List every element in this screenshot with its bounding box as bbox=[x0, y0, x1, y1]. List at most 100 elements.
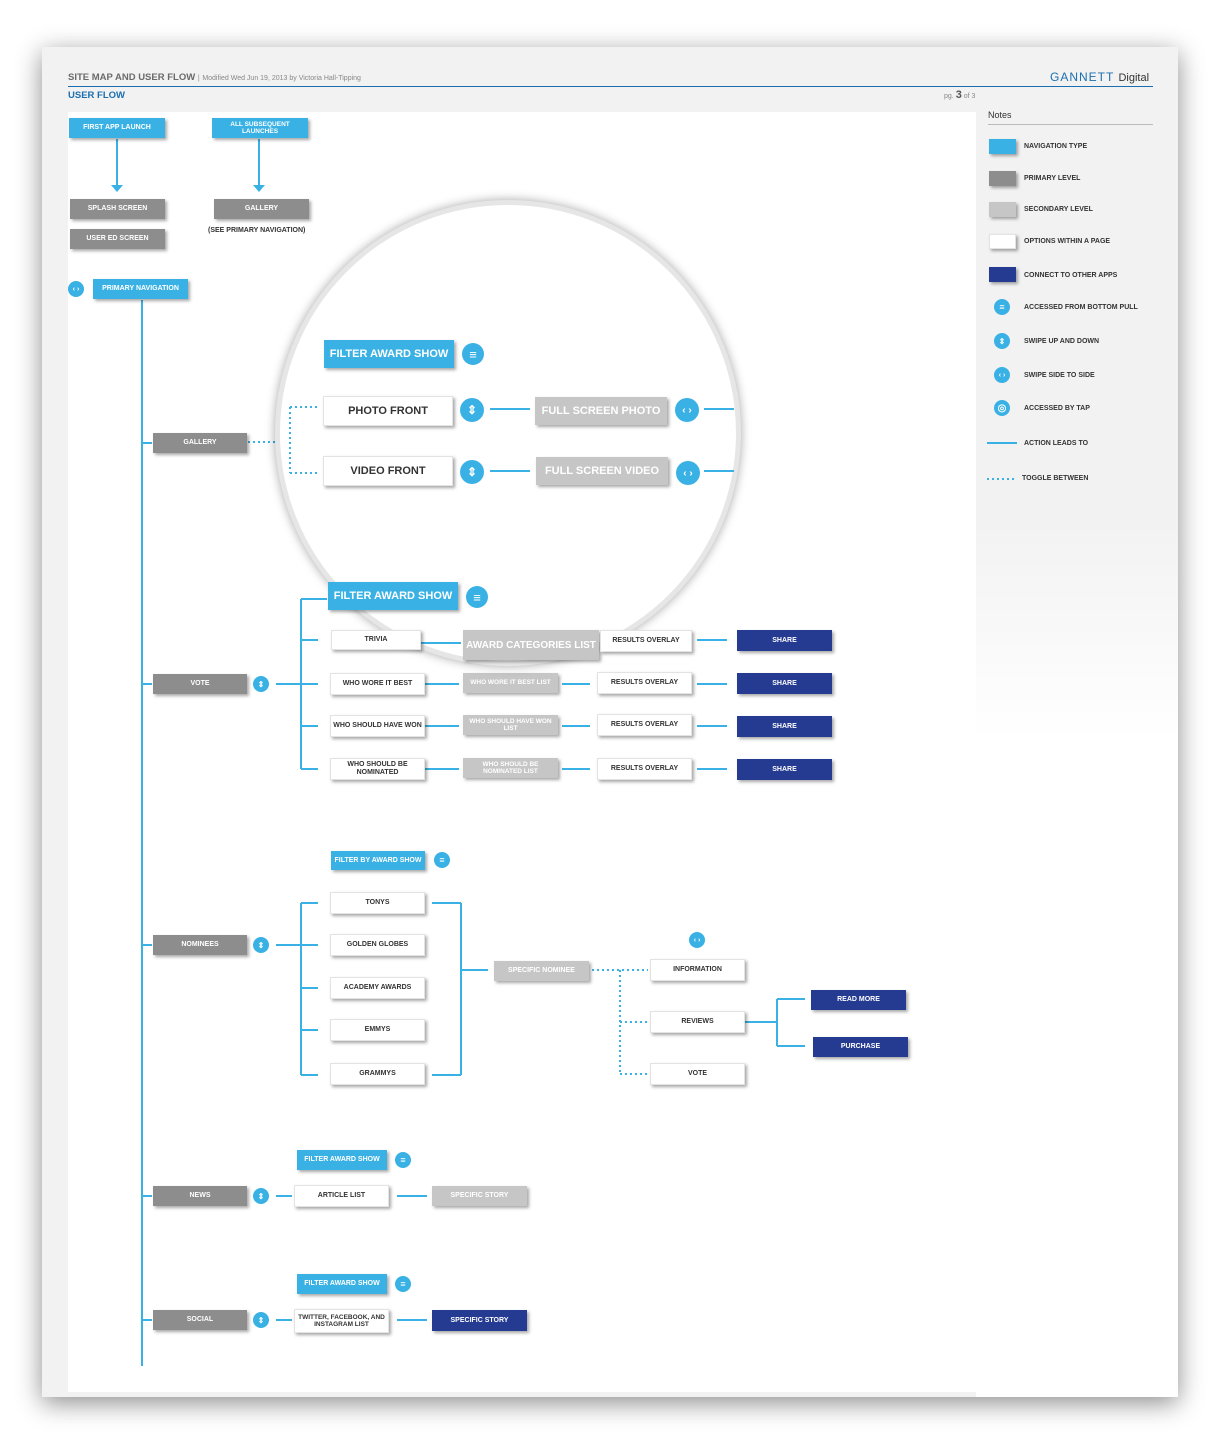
legend-label: TOGGLE BETWEEN bbox=[1022, 475, 1089, 482]
modified-note: Modified Wed Jun 19, 2013 by Victoria Ha… bbox=[202, 75, 361, 82]
vote-option-node: WHO SHOULD BE NOMINATED bbox=[330, 758, 425, 780]
vote-option-node: WHO SHOULD HAVE WON bbox=[330, 715, 425, 737]
legend-swatch-options bbox=[989, 234, 1016, 249]
share-node: SHARE bbox=[737, 759, 832, 780]
purchase-node: PURCHASE bbox=[813, 1037, 908, 1057]
legend-label: SWIPE SIDE TO SIDE bbox=[1024, 372, 1095, 379]
vote-list-node: WHO WORE IT BEST LIST bbox=[463, 673, 558, 693]
full-screen-video-node: FULL SCREEN VIDEO bbox=[536, 457, 668, 485]
title-separator: | bbox=[197, 75, 200, 82]
title-text: SITE MAP AND USER FLOW bbox=[68, 72, 196, 83]
subsequent-launch-node: ALL SUBSEQUENT LAUNCHES bbox=[212, 118, 308, 138]
notes-rule bbox=[988, 124, 1153, 125]
video-front-node: VIDEO FRONT bbox=[323, 456, 453, 486]
gallery-node: GALLERY bbox=[153, 433, 247, 453]
award-show-node: EMMYS bbox=[330, 1019, 425, 1041]
legend-label: NAVIGATION TYPE bbox=[1024, 143, 1088, 150]
vote-list-node: WHO SHOULD HAVE WON LIST bbox=[463, 715, 558, 735]
gallery-launch-node: GALLERY bbox=[214, 199, 309, 219]
social-story-node: SPECIFIC STORY bbox=[432, 1310, 527, 1331]
swipe-vertical-icon: ⇕ bbox=[994, 333, 1010, 349]
article-list-node: ARTICLE LIST bbox=[294, 1185, 389, 1207]
brand-logo: GANNETT Digital bbox=[1050, 70, 1149, 84]
legend-swatch-primary bbox=[989, 171, 1016, 186]
specific-story-node: SPECIFIC STORY bbox=[432, 1186, 527, 1206]
menu-icon: ≡ bbox=[462, 343, 484, 365]
gallery-filter-node: FILTER AWARD SHOW bbox=[324, 340, 454, 368]
primary-navigation-node: PRIMARY NAVIGATION bbox=[93, 279, 188, 299]
legend-label: OPTIONS WITHIN A PAGE bbox=[1024, 238, 1111, 245]
news-node: NEWS bbox=[153, 1186, 247, 1206]
nominee-detail-node: INFORMATION bbox=[650, 959, 745, 981]
swipe-vertical-icon: ⇕ bbox=[253, 1188, 269, 1204]
nominees-filter-node: FILTER BY AWARD SHOW bbox=[331, 851, 425, 870]
legend-label: CONNECT TO OTHER APPS bbox=[1024, 272, 1118, 279]
swipe-horizontal-icon: ‹ › bbox=[675, 398, 699, 422]
award-show-node: ACADEMY AWARDS bbox=[330, 977, 425, 999]
section-title: USER FLOW bbox=[68, 90, 125, 101]
vote-option-node: TRIVIA bbox=[331, 630, 421, 650]
read-more-node: READ MORE bbox=[811, 990, 906, 1010]
nominee-detail-node: VOTE bbox=[650, 1063, 745, 1085]
share-node: SHARE bbox=[737, 630, 832, 651]
header-rule bbox=[68, 86, 1153, 87]
notes-title: Notes bbox=[988, 110, 1012, 120]
document-title: SITE MAP AND USER FLOW | Modified Wed Ju… bbox=[68, 72, 361, 83]
award-show-node: GRAMMYS bbox=[330, 1063, 425, 1085]
award-show-node: TONYS bbox=[330, 892, 425, 914]
photo-front-node: PHOTO FRONT bbox=[323, 396, 453, 426]
first-launch-node: FIRST APP LAUNCH bbox=[69, 118, 165, 138]
vote-option-node: WHO WORE IT BEST bbox=[330, 673, 425, 695]
tap-icon: ◎ bbox=[994, 400, 1010, 416]
swipe-vertical-icon: ⇕ bbox=[253, 1312, 269, 1328]
results-overlay-node: RESULTS OVERLAY bbox=[597, 672, 692, 694]
menu-icon: ≡ bbox=[395, 1276, 411, 1292]
menu-icon: ≡ bbox=[395, 1152, 411, 1168]
swipe-horizontal-icon: ‹ › bbox=[68, 281, 84, 297]
page-suffix: of 3 bbox=[963, 93, 976, 100]
brand-sub: Digital bbox=[1118, 72, 1150, 84]
swipe-horizontal-icon: ‹ › bbox=[994, 367, 1010, 383]
menu-icon: ≡ bbox=[994, 299, 1010, 315]
legend-label: PRIMARY LEVEL bbox=[1024, 175, 1081, 182]
user-ed-screen-node: USER ED SCREEN bbox=[70, 229, 165, 249]
splash-screen-node: SPLASH SCREEN bbox=[70, 199, 165, 219]
specific-nominee-node: SPECIFIC NOMINEE bbox=[494, 961, 589, 981]
results-overlay-node: RESULTS OVERLAY bbox=[597, 714, 692, 736]
results-overlay-node: RESULTS OVERLAY bbox=[600, 630, 692, 652]
share-node: SHARE bbox=[737, 716, 832, 737]
award-show-node: GOLDEN GLOBES bbox=[330, 934, 425, 956]
share-node: SHARE bbox=[737, 673, 832, 694]
brand-name: GANNETT bbox=[1050, 70, 1115, 84]
social-node: SOCIAL bbox=[153, 1310, 247, 1330]
results-overlay-node: RESULTS OVERLAY bbox=[597, 758, 692, 780]
menu-icon: ≡ bbox=[434, 852, 450, 868]
sidebar-fade bbox=[976, 520, 1178, 1397]
social-filter-node: FILTER AWARD SHOW bbox=[297, 1274, 387, 1294]
full-screen-photo-node: FULL SCREEN PHOTO bbox=[535, 397, 667, 425]
vote-list-node: AWARD CATEGORIES LIST bbox=[463, 630, 599, 660]
swipe-vertical-icon: ⇕ bbox=[460, 460, 484, 484]
page-number: pg. 3 of 3 bbox=[944, 89, 975, 101]
menu-icon: ≡ bbox=[466, 586, 488, 608]
vote-node: VOTE bbox=[153, 674, 247, 694]
legend-label: SECONDARY LEVEL bbox=[1024, 206, 1093, 213]
nominees-node: NOMINEES bbox=[153, 935, 247, 955]
swipe-vertical-icon: ⇕ bbox=[460, 398, 484, 422]
swipe-horizontal-icon: ‹ › bbox=[676, 461, 700, 485]
legend-swatch-navigation bbox=[989, 139, 1016, 154]
legend-label: ACTION LEADS TO bbox=[1024, 440, 1089, 447]
legend-swatch-connect bbox=[989, 267, 1016, 282]
swipe-vertical-icon: ⇕ bbox=[253, 676, 269, 692]
vote-filter-node: FILTER AWARD SHOW bbox=[328, 582, 458, 610]
see-primary-note: (SEE PRIMARY NAVIGATION) bbox=[208, 227, 306, 234]
legend-label: ACCESSED FROM BOTTOM PULL bbox=[1024, 304, 1138, 311]
social-list-node: TWITTER, FACEBOOK, AND INSTAGRAM LIST bbox=[294, 1309, 389, 1333]
vote-list-node: WHO SHOULD BE NOMINATED LIST bbox=[463, 758, 558, 778]
page-prefix: pg. bbox=[944, 93, 954, 100]
nominee-detail-node: REVIEWS bbox=[650, 1011, 745, 1033]
swipe-horizontal-icon: ‹ › bbox=[689, 932, 705, 948]
page-current: 3 bbox=[955, 89, 962, 101]
